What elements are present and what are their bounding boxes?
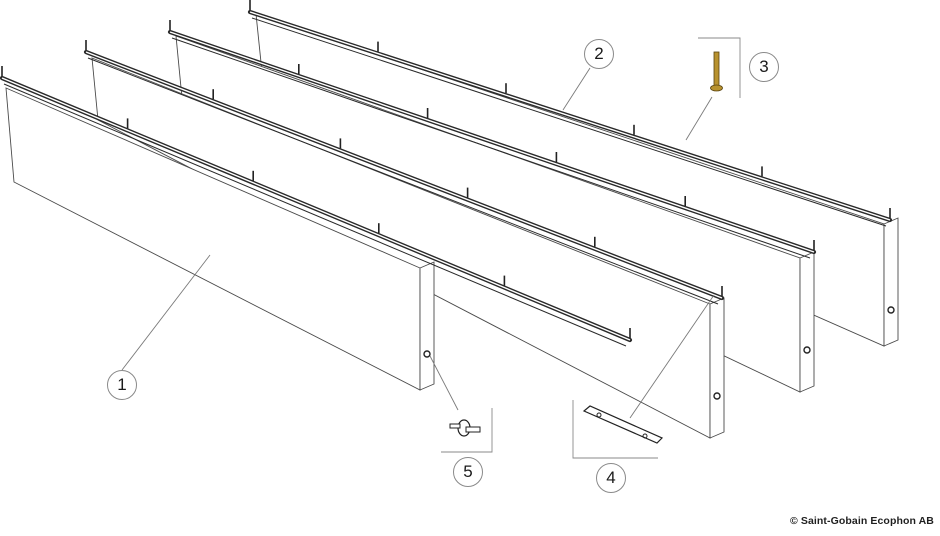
rail-flange xyxy=(3,83,627,347)
leader-line-1 xyxy=(121,254,211,371)
panel-connector-hole xyxy=(713,392,721,400)
panel-connector-hole xyxy=(423,350,431,358)
rail-highlight xyxy=(85,51,723,299)
rail-highlight xyxy=(1,77,631,341)
dowel-connector-part xyxy=(449,419,481,437)
rail-4 xyxy=(247,0,893,227)
rail-flange xyxy=(171,37,811,259)
screw-head xyxy=(710,84,723,92)
screw-part xyxy=(710,51,723,92)
screw-shank xyxy=(713,51,720,87)
detail-4 xyxy=(572,400,658,459)
detail-5 xyxy=(441,408,493,453)
callout-4: 4 xyxy=(596,463,626,493)
connector-pin xyxy=(465,426,481,433)
panel-connector-hole xyxy=(803,346,811,354)
panel-edge xyxy=(883,217,899,347)
panel-edge xyxy=(799,251,815,393)
rail-flange xyxy=(87,57,719,305)
panel-connector-hole xyxy=(887,306,895,314)
leader-line-3 xyxy=(685,96,713,141)
panel-front xyxy=(5,87,435,391)
callout-2: 2 xyxy=(584,39,614,69)
rail-highlight xyxy=(249,11,891,221)
leader-line-4 xyxy=(629,294,715,419)
rail-3 xyxy=(167,20,817,259)
leader-line-5 xyxy=(429,355,459,411)
plate-hole xyxy=(596,412,602,418)
rail-flange xyxy=(251,17,887,227)
copyright-notice: © Saint-Gobain Ecophon AB xyxy=(789,515,934,527)
rail-2 xyxy=(83,40,725,305)
panel-second xyxy=(91,57,725,439)
callout-1: 1 xyxy=(107,370,137,400)
leader-line-2 xyxy=(562,67,591,111)
rail-highlight xyxy=(169,31,815,253)
detail-3 xyxy=(698,37,741,98)
plate-hole xyxy=(642,433,648,439)
panel-edge xyxy=(419,261,435,391)
panel-edge xyxy=(709,297,725,439)
rail-1 xyxy=(0,66,633,347)
callout-3: 3 xyxy=(749,52,779,82)
callout-5: 5 xyxy=(453,457,483,487)
connector-plate-part xyxy=(582,405,664,444)
connector-stub xyxy=(449,423,461,429)
plate-body xyxy=(582,405,664,444)
